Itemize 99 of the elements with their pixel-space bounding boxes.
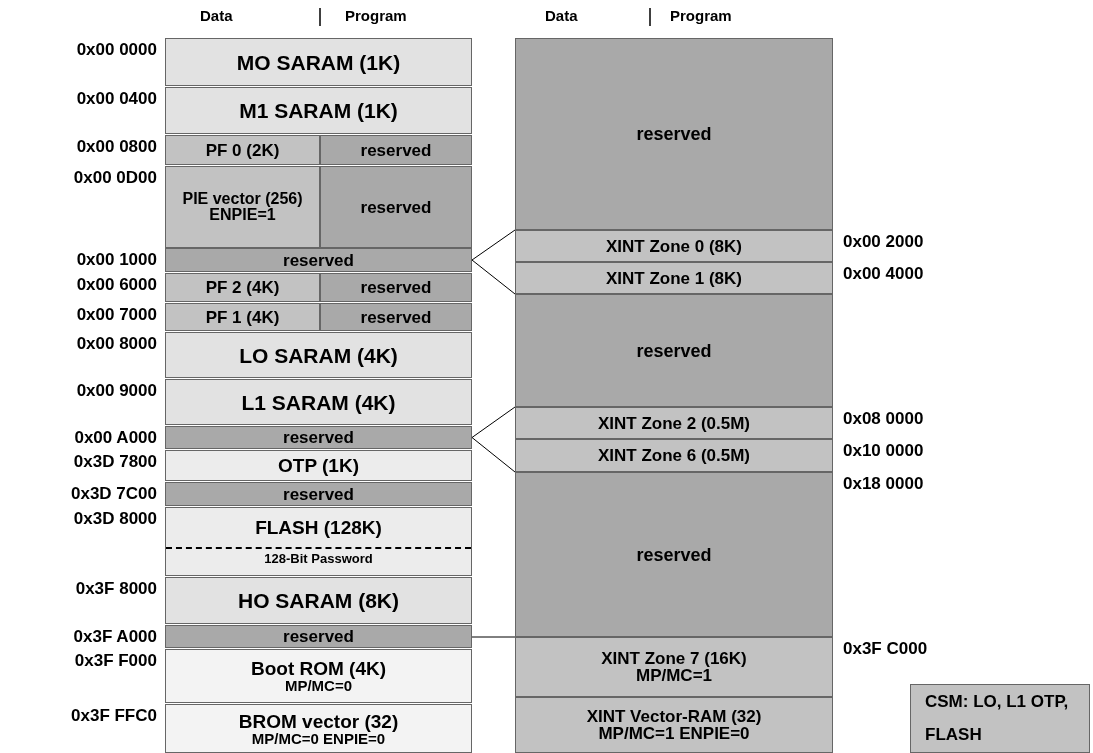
memory-block	[165, 482, 472, 506]
block-label: reserved	[360, 141, 432, 159]
block-label: reserved	[283, 429, 354, 446]
memory-block	[515, 230, 833, 262]
memory-block	[515, 472, 833, 637]
block-label: XINT Zone 1 (8K)	[606, 269, 742, 287]
address-label: 0x00 7000	[76, 306, 157, 323]
memory-block	[165, 273, 320, 302]
block-label: PIE vector (256) ENPIE=1	[181, 191, 304, 223]
block-label: CSM: LO, L1 OTP, FLASH	[925, 691, 1070, 746]
block-label: reserved	[636, 545, 712, 564]
block-label: LO SARAM (4K)	[239, 344, 398, 366]
memory-block	[165, 379, 472, 425]
address-label: 0x00 2000	[843, 233, 924, 250]
block-label: XINT Zone 2 (0.5M)	[597, 414, 751, 432]
block-label: XINT Zone 7 (16K)	[601, 650, 747, 667]
address-label: 0x00 9000	[76, 382, 157, 399]
memory-block	[515, 697, 833, 753]
block-label: MP/MC=1 ENPIE=0	[598, 725, 750, 742]
block-label: XINT Zone 6 (0.5M)	[597, 447, 751, 464]
block-label: MP/MC=1	[635, 667, 712, 684]
block-label: XINT Zone 0 (8K)	[606, 237, 742, 255]
memory-block	[165, 577, 472, 624]
column-header: Program	[345, 8, 407, 23]
address-label: 0x00 0400	[76, 90, 157, 107]
block-label: L1 SARAM (4K)	[241, 391, 396, 413]
column-header: Program	[670, 8, 732, 23]
column-header: Data	[200, 8, 233, 23]
block-label: BROM vector (32)	[238, 711, 399, 731]
memory-block	[165, 303, 320, 331]
memory-block	[320, 303, 472, 331]
memory-block	[165, 38, 472, 86]
memory-block	[165, 450, 472, 481]
block-label: reserved	[636, 125, 712, 143]
block-label: Boot ROM (4K)	[250, 659, 387, 678]
memory-block	[165, 332, 472, 378]
address-label: 0x00 0000	[76, 41, 157, 58]
block-label: MP/MC=0	[284, 678, 353, 693]
leader-line	[471, 229, 516, 261]
block-label: reserved	[283, 485, 354, 503]
block-label: reserved	[636, 341, 712, 360]
memory-block	[165, 704, 472, 753]
address-label: 0x00 1000	[76, 251, 157, 268]
block-label: M1 SARAM (1K)	[239, 100, 398, 121]
block-label: reserved	[360, 308, 432, 326]
memory-block	[515, 407, 833, 439]
block-label: PF 0 (2K)	[205, 141, 280, 159]
leader-line	[471, 636, 516, 638]
address-label: 0x18 0000	[843, 475, 924, 492]
memory-block	[165, 135, 320, 165]
address-label: 0x08 0000	[843, 410, 924, 427]
memory-block	[165, 166, 320, 248]
memory-block	[320, 166, 472, 248]
block-label: reserved	[360, 279, 432, 296]
block-label: 128-Bit Password	[166, 547, 471, 565]
address-label: 0x3D 8000	[73, 510, 157, 527]
leader-line	[471, 437, 516, 473]
column-header: Data	[545, 8, 578, 23]
address-label: 0x3F FFC0	[71, 707, 157, 724]
memory-block	[320, 135, 472, 165]
leader-line	[471, 406, 516, 438]
block-label: MO SARAM (1K)	[236, 51, 401, 73]
memory-block	[515, 38, 833, 230]
block-label: FLASH (128K)	[255, 518, 382, 537]
address-label: 0x00 0800	[76, 138, 157, 155]
memory-block	[165, 625, 472, 648]
block-label: PF 1 (4K)	[205, 308, 280, 326]
address-label: 0x3F C000	[843, 640, 928, 657]
memory-block	[165, 248, 472, 272]
memory-block	[515, 262, 833, 294]
memory-block	[515, 294, 833, 407]
address-label: 0x00 A000	[74, 429, 157, 446]
memory-block	[320, 273, 472, 302]
block-label: XINT Vector-RAM (32)	[586, 708, 762, 725]
address-label: 0x00 0D00	[73, 169, 157, 186]
address-label: 0x00 4000	[843, 265, 924, 282]
memory-block	[165, 87, 472, 134]
block-label: reserved	[360, 198, 432, 216]
address-label: 0x10 0000	[843, 442, 924, 459]
address-label: 0x00 8000	[76, 335, 157, 352]
address-label: 0x3D 7800	[73, 453, 157, 470]
leader-line	[471, 259, 516, 295]
memory-block	[165, 507, 472, 576]
block-label: reserved	[283, 628, 354, 645]
memory-block	[165, 426, 472, 449]
memory-block	[515, 637, 833, 697]
block-label: reserved	[283, 251, 354, 269]
block-label: OTP (1K)	[278, 456, 359, 475]
block-label: HO SARAM (8K)	[238, 590, 399, 611]
block-label: MP/MC=0 ENPIE=0	[251, 730, 386, 746]
address-label: 0x3D 7C00	[71, 485, 157, 502]
address-label: 0x3F F000	[74, 652, 157, 669]
memory-block	[165, 649, 472, 703]
address-label: 0x3F 8000	[75, 580, 157, 597]
block-label: PF 2 (4K)	[205, 279, 280, 296]
address-label: 0x00 6000	[76, 276, 157, 293]
memory-block	[515, 439, 833, 472]
address-label: 0x3F A000	[73, 628, 157, 645]
memory-block	[910, 684, 1090, 753]
